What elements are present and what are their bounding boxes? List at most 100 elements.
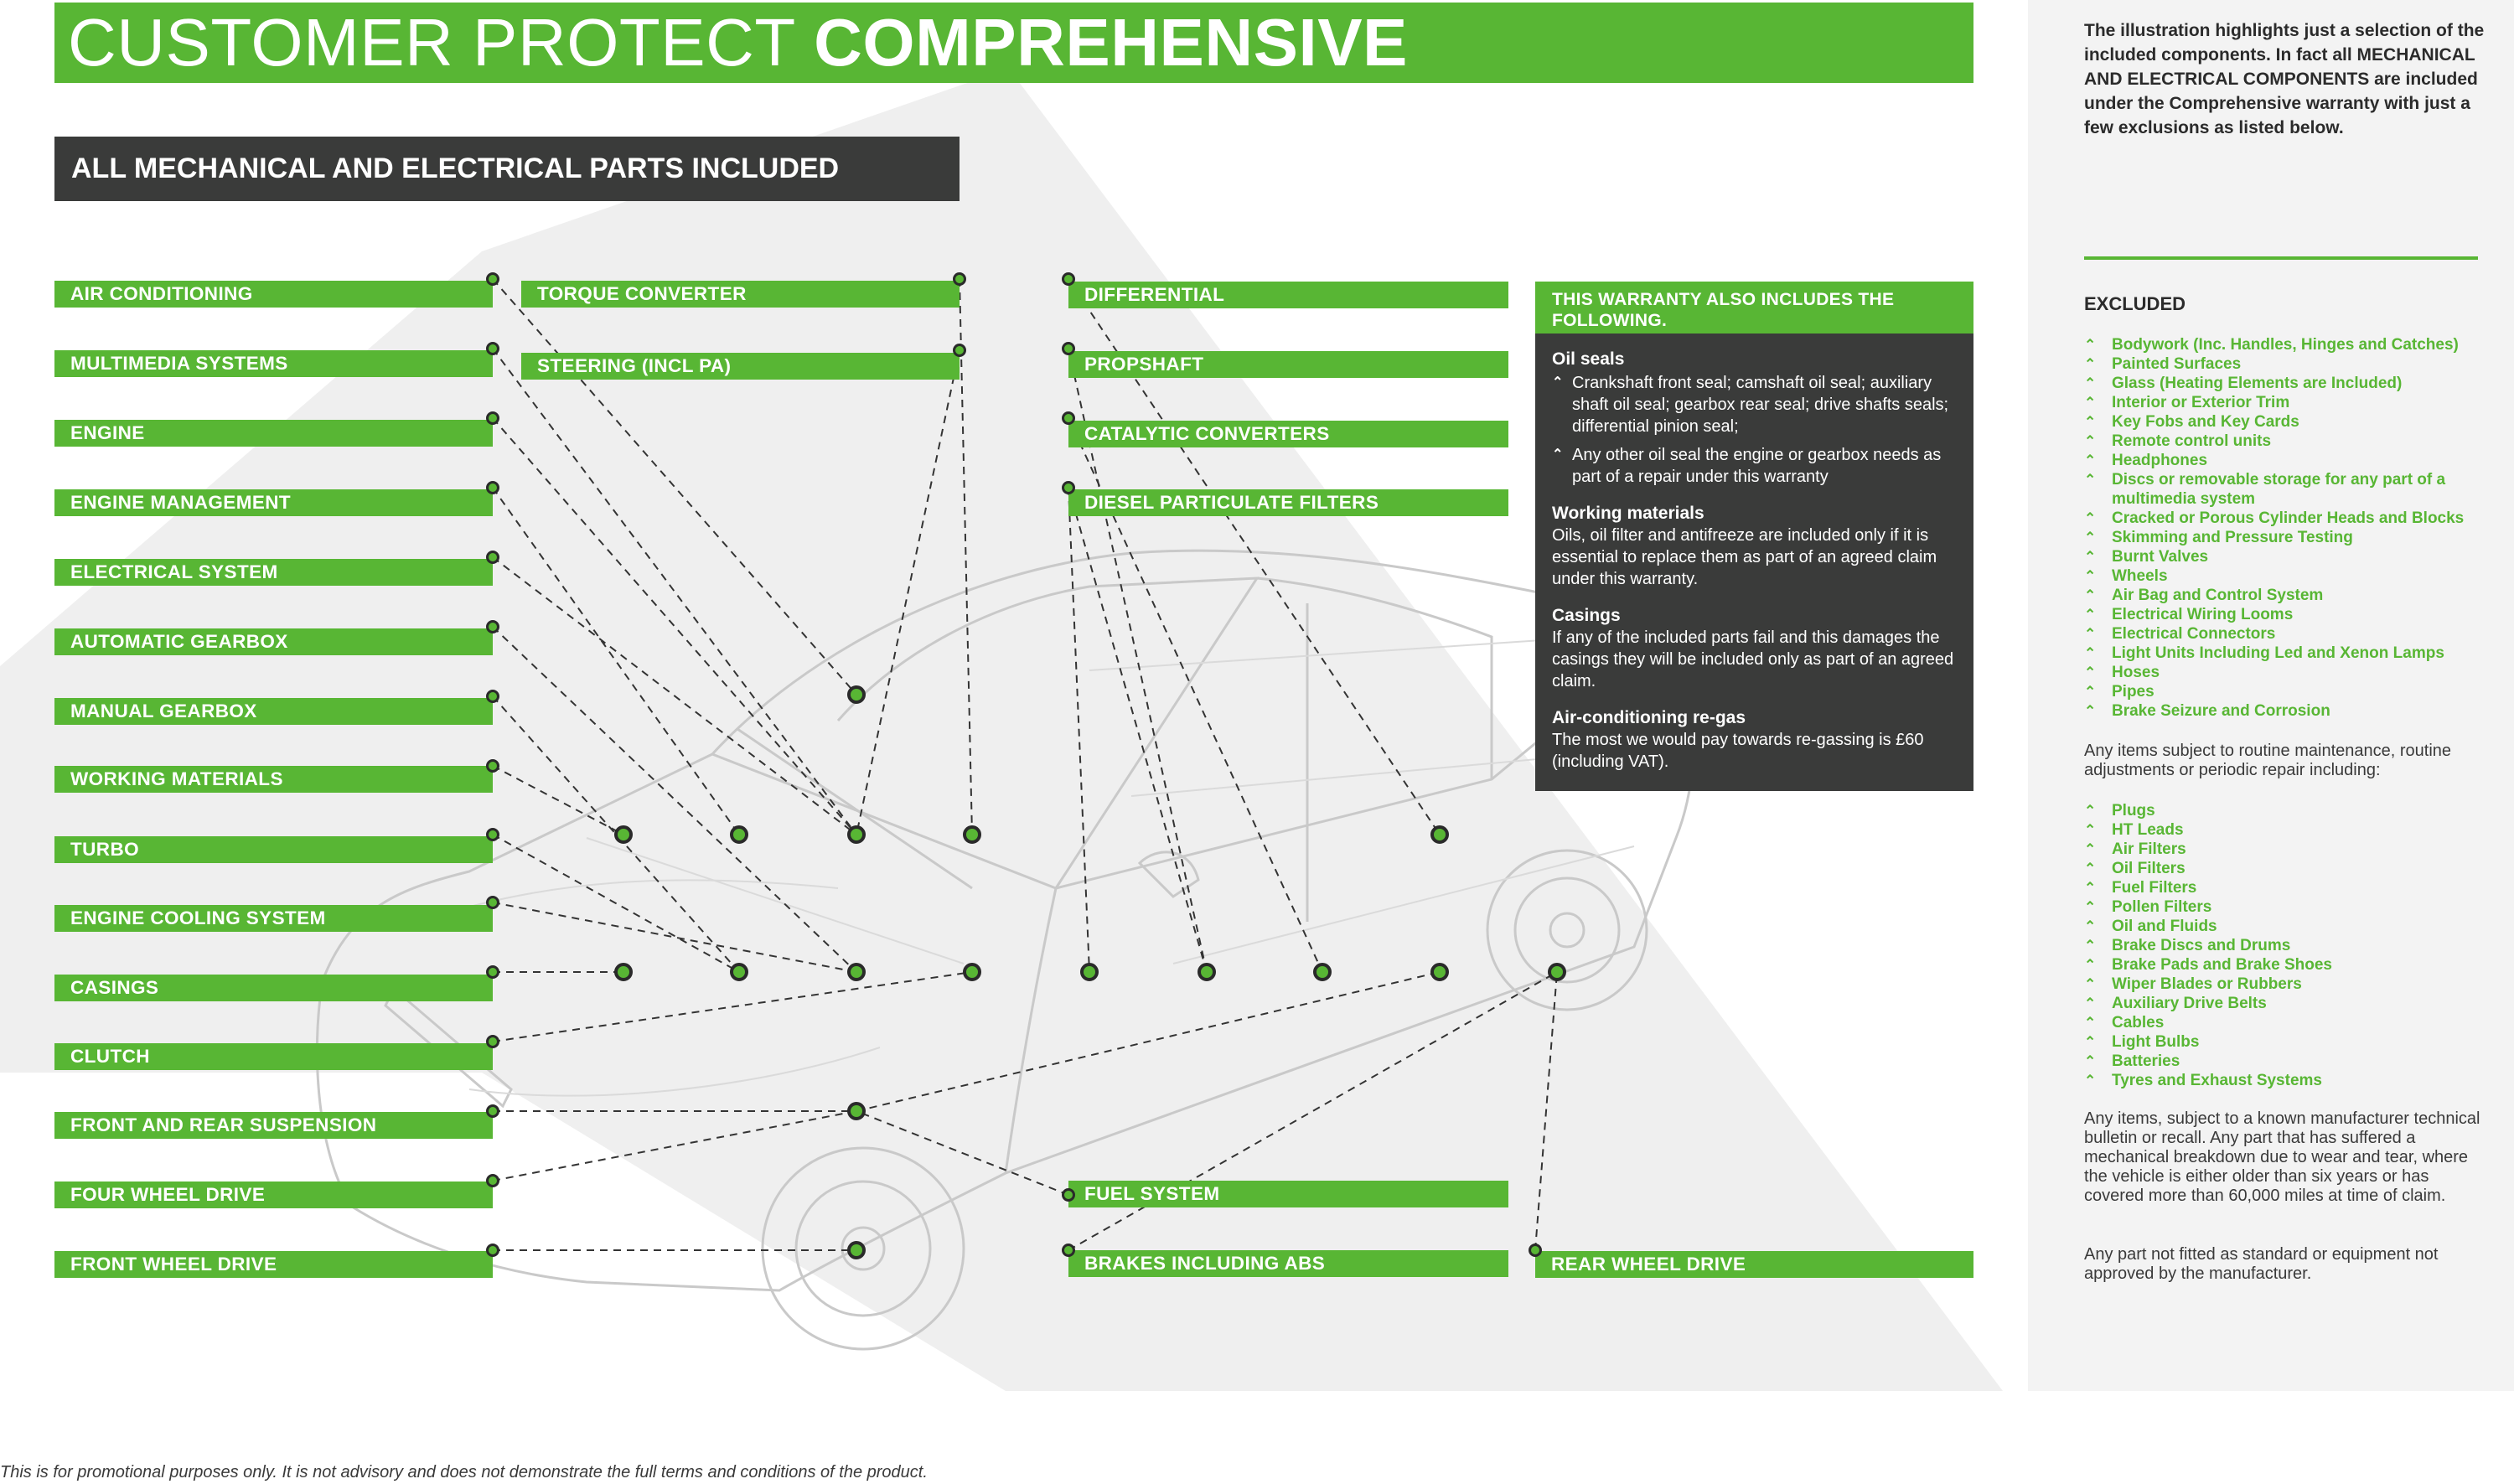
chevron-up-icon: ⌃ <box>2084 549 2097 565</box>
connector-dot <box>486 620 499 633</box>
chevron-up-icon: ⌃ <box>2084 472 2097 488</box>
connector-dot <box>486 1244 499 1257</box>
list-item: ⌃Electrical Wiring Looms <box>2084 606 2294 623</box>
part-marker-dot <box>1430 963 1449 981</box>
chevron-up-icon: ⌃ <box>2084 375 2097 391</box>
recall-text: Any items, subject to a known manufactur… <box>2084 1109 2480 1205</box>
part-marker-dot <box>963 825 981 844</box>
chevron-up-icon: ⌃ <box>2084 703 2097 719</box>
list-item: ⌃Hoses <box>2084 664 2160 681</box>
part-marker-dot <box>1313 963 1332 981</box>
label-working-materials: WORKING MATERIALS <box>54 766 493 793</box>
list-item: ⌃Tyres and Exhaust Systems <box>2084 1072 2322 1089</box>
connector-dot <box>1062 1188 1075 1202</box>
warranty-heading: THIS WARRANTY ALSO INCLUDES THE FOLLOWIN… <box>1535 282 1973 334</box>
excluded-heading: EXCLUDED <box>2084 293 2186 314</box>
chevron-up-icon: ⌃ <box>2084 841 2097 857</box>
connector-dot <box>486 342 499 355</box>
warranty-inclusions-box: THIS WARRANTY ALSO INCLUDES THE FOLLOWIN… <box>1535 282 1973 791</box>
chevron-up-icon: ⌃ <box>2084 607 2097 623</box>
part-marker-dot <box>1080 963 1099 981</box>
list-item: ⌃Auxiliary Drive Belts <box>2084 995 2267 1012</box>
list-item: ⌃Key Fobs and Key Cards <box>2084 413 2299 431</box>
chevron-up-icon: ⌃ <box>2084 918 2097 934</box>
label-clutch: CLUTCH <box>54 1043 493 1070</box>
connector-dot <box>486 965 499 979</box>
chevron-up-icon: ⌃ <box>2084 664 2097 680</box>
list-item: ⌃Cables <box>2084 1014 2165 1032</box>
part-marker-dot <box>963 963 981 981</box>
connector-dot <box>1062 342 1075 355</box>
label-engine-management: ENGINE MANAGEMENT <box>54 489 493 516</box>
chevron-up-icon: ⌃ <box>2084 645 2097 661</box>
casings-title: Casings <box>1552 606 1621 625</box>
sidebar-intro: The illustration highlights just a selec… <box>2084 18 2485 140</box>
list-item: ⌃Air Filters <box>2084 840 2186 858</box>
list-item: ⌃Discs or removable storage for any part… <box>2084 471 2446 508</box>
disclaimer-text: This is for promotional purposes only. I… <box>0 1463 928 1481</box>
grey-panel-right <box>2028 0 2514 1391</box>
chevron-up-icon: ⌃ <box>2084 587 2097 603</box>
working-materials-text: Oils, oil filter and antifreeze are incl… <box>1552 526 1937 588</box>
label-front-wheel-drive: FRONT WHEEL DRIVE <box>54 1251 493 1278</box>
chevron-up-icon: ⌃ <box>2084 414 2097 430</box>
list-item: ⌃Burnt Valves <box>2084 548 2209 566</box>
label-brakes-including-abs: BRAKES INCLUDING ABS <box>1068 1250 1508 1277</box>
list-item: ⌃Batteries <box>2084 1052 2180 1070</box>
list-item: ⌃Wiper Blades or Rubbers <box>2084 975 2302 993</box>
connector-dot <box>1062 272 1075 286</box>
list-item: ⌃Cracked or Porous Cylinder Heads and Bl… <box>2084 509 2465 527</box>
part-marker-dot <box>1198 963 1216 981</box>
title-bold: COMPREHENSIVE <box>814 5 1408 80</box>
label-steering: STEERING (INCL PA) <box>521 353 960 380</box>
part-marker-dot <box>730 963 748 981</box>
list-item: ⌃Pollen Filters <box>2084 898 2212 916</box>
list-item: ⌃Light Bulbs <box>2084 1033 2200 1051</box>
connector-dot <box>486 272 499 286</box>
label-engine: ENGINE <box>54 420 493 447</box>
part-marker-dot <box>614 825 633 844</box>
chevron-up-icon: ⌃ <box>2084 684 2097 700</box>
label-electrical-system: ELECTRICAL SYSTEM <box>54 559 493 586</box>
routine-list: ⌃Plugs ⌃HT Leads ⌃Air Filters ⌃Oil Filte… <box>2084 801 2486 1090</box>
label-torque-converter: TORQUE CONVERTER <box>521 281 960 308</box>
casings-text: If any of the included parts fail and th… <box>1552 628 1954 690</box>
list-item: ⌃Brake Seizure and Corrosion <box>2084 702 2330 720</box>
label-engine-cooling-system: ENGINE COOLING SYSTEM <box>54 905 493 932</box>
aircon-regas-text: The most we would pay towards re-gassing… <box>1552 731 1924 771</box>
excluded-list: ⌃Bodywork (Inc. Handles, Hinges and Catc… <box>2084 335 2486 721</box>
part-marker-dot <box>1430 825 1449 844</box>
list-item: ⌃Brake Discs and Drums <box>2084 937 2291 954</box>
connector-dot <box>953 344 966 357</box>
chevron-up-icon: ⌃ <box>2084 433 2097 449</box>
connector-dot <box>486 759 499 773</box>
list-item: ⌃HT Leads <box>2084 821 2184 839</box>
page-title: CUSTOMER PROTECT COMPREHENSIVE <box>54 3 1973 83</box>
list-item: ⌃Fuel Filters <box>2084 879 2197 897</box>
label-differential: DIFFERENTIAL <box>1068 282 1508 308</box>
oil-seals-item: Crankshaft front seal; camshaft oil seal… <box>1572 374 1949 436</box>
connector-dot <box>486 690 499 703</box>
label-four-wheel-drive: FOUR WHEEL DRIVE <box>54 1182 493 1208</box>
list-item: ⌃Plugs <box>2084 802 2155 820</box>
list-item: ⌃Brake Pads and Brake Shoes <box>2084 956 2332 974</box>
label-catalytic-converters: CATALYTIC CONVERTERS <box>1068 421 1508 447</box>
connector-dot <box>953 272 966 286</box>
chevron-up-icon: ⌃ <box>2084 356 2097 372</box>
chevron-up-icon: ⌃ <box>2084 1073 2097 1088</box>
part-marker-dot <box>1548 963 1566 981</box>
part-marker-dot <box>847 1102 866 1120</box>
chevron-up-icon: ⌃ <box>2084 530 2097 546</box>
chevron-up-icon: ⌃ <box>2084 568 2097 584</box>
connector-dot <box>486 411 499 425</box>
connector-dot <box>486 551 499 564</box>
label-multimedia-systems: MULTIMEDIA SYSTEMS <box>54 350 493 377</box>
connector-dot <box>1062 1244 1075 1257</box>
list-item: ⌃Headphones <box>2084 452 2208 469</box>
chevron-up-icon: ⌃ <box>2084 803 2097 819</box>
label-rear-wheel-drive: REAR WHEEL DRIVE <box>1535 1251 1973 1278</box>
connector-dot <box>1062 411 1075 425</box>
label-turbo: TURBO <box>54 836 493 863</box>
working-materials-title: Working materials <box>1552 504 1704 523</box>
